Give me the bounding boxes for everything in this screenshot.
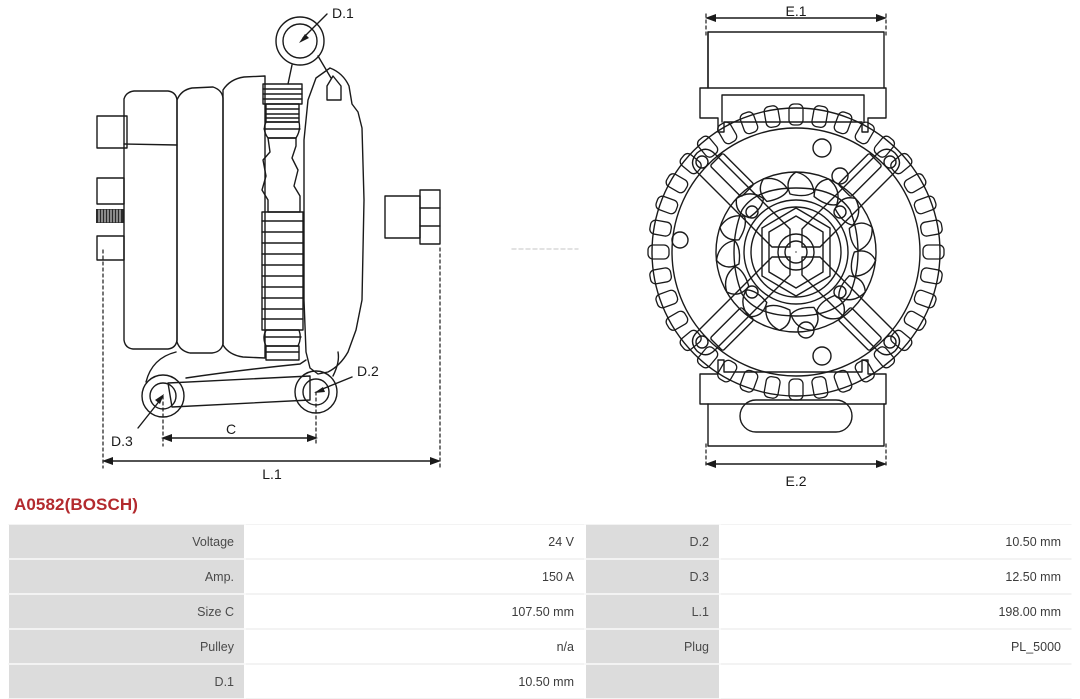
side-view-mid-housing bbox=[176, 86, 224, 354]
side-view-drive-housing bbox=[303, 67, 365, 375]
label-d2: D.2 bbox=[357, 363, 379, 379]
alternator-front-view bbox=[647, 13, 945, 469]
front-view-top-plate bbox=[699, 31, 887, 133]
side-view-pulley-grooves bbox=[261, 83, 304, 361]
front-view-hex-nut bbox=[761, 207, 831, 297]
spec-label-left: Pulley bbox=[8, 629, 245, 664]
callout-d1-leader bbox=[299, 13, 328, 43]
callout-d2-leader bbox=[314, 376, 353, 393]
side-view-extension-lines bbox=[102, 247, 441, 469]
spec-label-right: D.2 bbox=[585, 524, 720, 559]
spec-label-right: L.1 bbox=[585, 594, 720, 629]
front-view-rivet-holes bbox=[671, 138, 849, 366]
spec-value-right: 10.50 mm bbox=[720, 524, 1072, 559]
technical-drawing-area: D.1 D.2 D.3 C L.1 E.1 E.2 bbox=[96, 3, 945, 489]
spec-label-right: D.3 bbox=[585, 559, 720, 594]
front-view-bottom-plate bbox=[699, 359, 887, 447]
spec-value-right: 12.50 mm bbox=[720, 559, 1072, 594]
spec-value-right: 198.00 mm bbox=[720, 594, 1072, 629]
label-d1: D.1 bbox=[332, 5, 354, 21]
spec-label-left: Voltage bbox=[8, 524, 245, 559]
spec-value-right: PL_5000 bbox=[720, 629, 1072, 664]
spec-label-left: Size C bbox=[8, 594, 245, 629]
dimension-e1-arrow bbox=[705, 14, 887, 22]
front-view-outer-ring bbox=[651, 107, 941, 397]
spec-value-left: 107.50 mm bbox=[245, 594, 585, 629]
spec-value-left: 150 A bbox=[245, 559, 585, 594]
side-view-stator-body bbox=[222, 75, 266, 359]
front-view-hub bbox=[733, 187, 859, 317]
side-view-shaft-stub bbox=[384, 189, 441, 245]
spec-label-left: D.1 bbox=[8, 664, 245, 699]
callout-d3-leader bbox=[137, 394, 164, 429]
dimension-e1-extension bbox=[705, 13, 887, 37]
spec-value-left: 10.50 mm bbox=[245, 664, 585, 699]
alternator-side-view bbox=[96, 13, 441, 469]
side-view-knurl-strip bbox=[96, 209, 124, 223]
label-e2: E.2 bbox=[785, 473, 806, 489]
front-view-fan-blades bbox=[715, 171, 877, 333]
dimension-l1-arrow bbox=[102, 457, 441, 465]
callout-d1-circles bbox=[275, 16, 332, 85]
spec-label-left: Amp. bbox=[8, 559, 245, 594]
drawing-canvas: D.1 D.2 D.3 C L.1 E.1 E.2 bbox=[96, 3, 945, 489]
spec-value-left: n/a bbox=[245, 629, 585, 664]
spec-value-right bbox=[720, 664, 1072, 699]
label-l1: L.1 bbox=[262, 466, 282, 482]
dimension-c-arrow bbox=[161, 434, 318, 442]
dimension-e2-arrow bbox=[705, 460, 887, 468]
side-view-rear-terminals bbox=[96, 115, 128, 261]
spec-label-right bbox=[585, 664, 720, 699]
part-title: A0582(BOSCH) bbox=[14, 495, 139, 514]
front-view-cooling-vents bbox=[647, 103, 945, 401]
label-e1: E.1 bbox=[785, 3, 806, 19]
front-view-bottom-slot bbox=[739, 399, 853, 433]
spec-label-right: Plug bbox=[585, 629, 720, 664]
label-c: C bbox=[226, 421, 236, 437]
spec-value-left: 24 V bbox=[245, 524, 585, 559]
side-view-rear-cover bbox=[123, 90, 178, 350]
label-d3: D.3 bbox=[111, 433, 133, 449]
